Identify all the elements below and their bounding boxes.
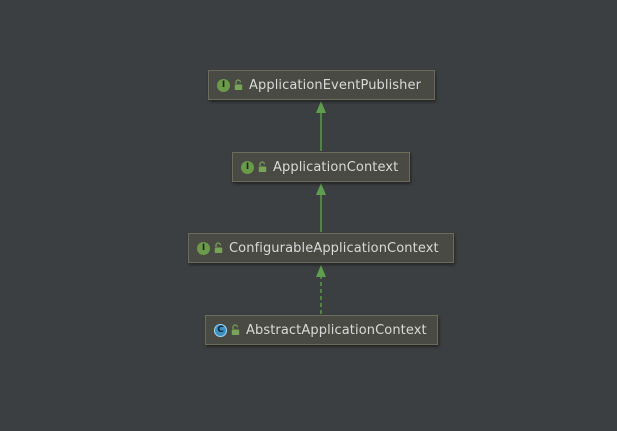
node-label: ApplicationEventPublisher: [249, 77, 422, 93]
unlocked-lock-icon: [234, 79, 243, 90]
interface-icon: I: [217, 78, 230, 92]
node-configurableapplicationcontext[interactable]: I ConfigurableApplicationContext: [188, 233, 454, 263]
arrowhead-3: [316, 265, 326, 277]
class-icon: C: [214, 323, 227, 337]
node-label: ConfigurableApplicationContext: [229, 240, 439, 256]
arrowhead-2: [316, 183, 326, 195]
interface-icon: I: [241, 160, 254, 174]
node-applicationcontext[interactable]: I ApplicationContext: [232, 152, 410, 182]
node-applicationeventpublisher[interactable]: I ApplicationEventPublisher: [208, 70, 435, 100]
interface-icon: I: [197, 241, 210, 255]
unlocked-lock-icon: [231, 324, 240, 335]
node-abstractapplicationcontext[interactable]: C AbstractApplicationContext: [205, 315, 438, 345]
arrowhead-1: [316, 101, 326, 113]
unlocked-lock-icon: [258, 161, 267, 172]
node-label: AbstractApplicationContext: [246, 322, 427, 338]
unlocked-lock-icon: [214, 242, 223, 253]
node-label: ApplicationContext: [273, 159, 399, 175]
